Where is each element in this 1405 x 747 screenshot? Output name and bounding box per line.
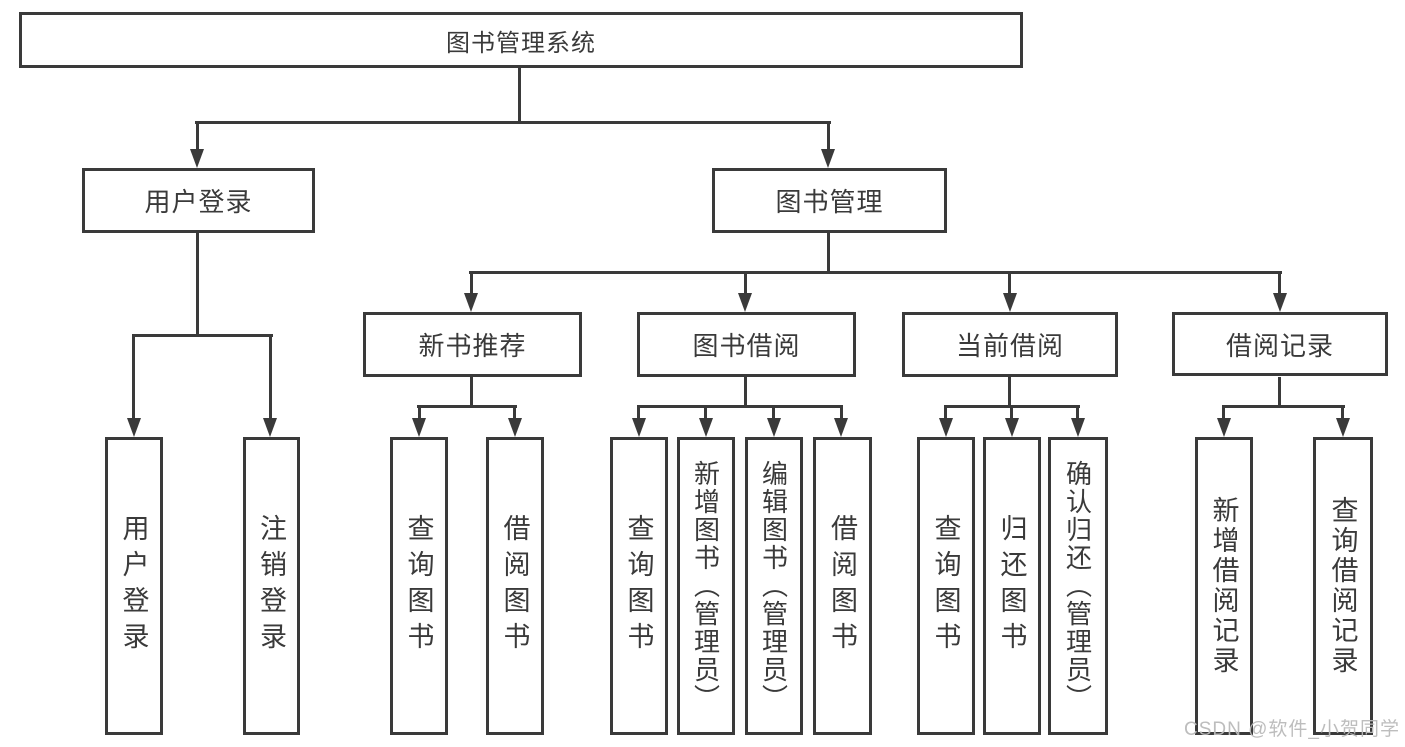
arrow-down-icon [1336, 418, 1350, 437]
arrow-down-icon [939, 418, 953, 437]
connector-line [132, 334, 135, 421]
leaf-query-book-3: 查询图书 [917, 437, 975, 735]
node-label: 借阅图书 [499, 514, 530, 658]
node-label: 编辑图书（管理员） [758, 460, 789, 712]
connector-line [469, 271, 1282, 274]
connector-line [418, 405, 421, 421]
connector-line [470, 271, 473, 297]
node-label: 确认归还（管理员） [1062, 460, 1093, 712]
node-new-book-recommend: 新书推荐 [363, 312, 582, 377]
leaf-confirm-return-admin: 确认归还（管理员） [1048, 437, 1108, 735]
arrow-down-icon [1273, 293, 1287, 312]
node-label: 借阅记录 [1225, 330, 1334, 361]
node-label: 借阅图书 [827, 514, 857, 658]
connector-line [513, 405, 516, 421]
leaf-query-book-1: 查询图书 [390, 437, 448, 735]
connector-line [1278, 377, 1281, 408]
connector-line [1076, 405, 1079, 421]
arrow-down-icon [412, 418, 426, 437]
connector-line [744, 271, 747, 297]
arrow-down-icon [1003, 293, 1017, 312]
leaf-user-login: 用户登录 [105, 437, 163, 735]
node-book-management: 图书管理 [712, 168, 947, 233]
connector-line [1341, 405, 1344, 421]
leaf-borrow-book-1: 借阅图书 [486, 437, 544, 735]
arrow-down-icon [738, 293, 752, 312]
node-library-management-system: 图书管理系统 [19, 12, 1023, 68]
csdn-watermark: CSDN @软件_小贺同学 [1184, 719, 1400, 740]
connector-line [1278, 271, 1281, 297]
arrow-down-icon [190, 149, 204, 168]
leaf-logout: 注销登录 [243, 437, 300, 735]
arrow-down-icon [834, 418, 848, 437]
connector-line [196, 233, 199, 336]
node-label: 新增图书（管理员） [690, 460, 721, 712]
arrow-down-icon [1071, 418, 1085, 437]
connector-line [1008, 271, 1011, 297]
leaf-query-book-2: 查询图书 [610, 437, 668, 735]
connector-line [744, 377, 747, 408]
node-label: 用户登录 [118, 514, 149, 658]
node-label: 用户登录 [144, 187, 253, 217]
connector-line [518, 68, 521, 123]
node-label: 查询借阅记录 [1327, 496, 1358, 676]
node-user-login: 用户登录 [82, 168, 315, 233]
arrow-down-icon [821, 149, 835, 168]
arrow-down-icon [767, 418, 781, 437]
node-label: 新增借阅记录 [1208, 496, 1239, 676]
arrow-down-icon [464, 293, 478, 312]
arrow-down-icon [1005, 418, 1019, 437]
connector-line [944, 405, 947, 421]
node-label: 新书推荐 [418, 331, 527, 361]
connector-line [1222, 405, 1345, 408]
arrow-down-icon [263, 418, 277, 437]
arrow-down-icon [632, 418, 646, 437]
node-label: 查询图书 [930, 514, 961, 658]
leaf-add-borrow-record: 新增借阅记录 [1195, 437, 1253, 735]
node-label: 图书借阅 [692, 331, 801, 361]
connector-line [704, 405, 707, 421]
node-borrow-records: 借阅记录 [1172, 312, 1388, 376]
connector-line [827, 233, 830, 274]
leaf-add-book-admin: 新增图书（管理员） [677, 437, 735, 735]
connector-line [1008, 377, 1011, 408]
node-label: 查询图书 [623, 514, 654, 658]
node-label: 图书管理 [775, 187, 884, 217]
connector-line [1010, 405, 1013, 421]
connector-line [827, 121, 830, 152]
connector-line [1222, 405, 1225, 421]
connector-line [637, 405, 640, 421]
node-current-borrow: 当前借阅 [902, 312, 1118, 377]
arrow-down-icon [127, 418, 141, 437]
connector-line [417, 405, 517, 408]
leaf-borrow-book-2: 借阅图书 [813, 437, 872, 735]
connector-line [637, 405, 843, 408]
leaf-edit-book-admin: 编辑图书（管理员） [745, 437, 803, 735]
leaf-return-book: 归还图书 [983, 437, 1041, 735]
node-label: 当前借阅 [955, 331, 1064, 361]
node-label: 查询图书 [403, 514, 434, 658]
node-label: 归还图书 [996, 514, 1027, 658]
node-label: 注销登录 [256, 514, 286, 658]
connector-line [772, 405, 775, 421]
arrow-down-icon [699, 418, 713, 437]
leaf-query-borrow-record: 查询借阅记录 [1313, 437, 1373, 735]
node-book-borrow: 图书借阅 [637, 312, 856, 377]
connector-line [195, 121, 831, 124]
connector-line [840, 405, 843, 421]
connector-line [470, 377, 473, 408]
arrow-down-icon [1217, 418, 1231, 437]
arrow-down-icon [508, 418, 522, 437]
node-label: 图书管理系统 [446, 29, 596, 57]
connector-line [132, 334, 273, 337]
connector-line [269, 334, 272, 421]
connector-line [196, 121, 199, 152]
